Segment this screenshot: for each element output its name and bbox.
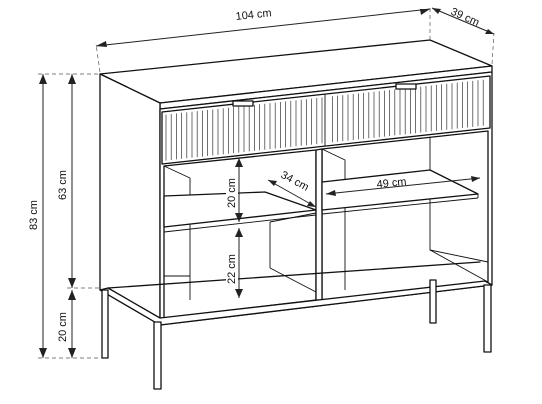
label-leg-height: 20 cm: [57, 312, 69, 342]
dimension-lower-gap: 22 cm: [226, 228, 243, 298]
dimension-leg-height: 20 cm: [57, 290, 76, 358]
leg-back-right: [429, 279, 437, 324]
dimension-upper-gap: 20 cm: [226, 158, 243, 222]
leg-back-left: [101, 289, 109, 359]
dimension-width: 104 cm: [95, 7, 431, 73]
drawer-handle-right: [395, 83, 417, 90]
dimension-body-height: 63 cm: [57, 74, 102, 289]
inner-back-mid: [321, 148, 346, 290]
label-depth: 39 cm: [449, 6, 481, 29]
label-upper-gap: 20 cm: [226, 178, 238, 208]
dimension-total-height: 83 cm: [28, 73, 102, 359]
drawer-handle-left: [232, 100, 254, 107]
label-lower-gap: 22 cm: [226, 254, 238, 284]
inner-back-left: [163, 165, 191, 300]
compartment-right: [321, 130, 489, 301]
center-divider: [315, 148, 323, 301]
dimension-shelf-width: 49 cm: [325, 176, 481, 196]
leg-front-left: [153, 321, 162, 390]
label-width: 104 cm: [235, 7, 272, 23]
label-body-height: 63 cm: [57, 170, 69, 200]
label-total-height: 83 cm: [28, 200, 40, 230]
leg-front-right: [483, 284, 492, 353]
label-shelf-width: 49 cm: [376, 176, 407, 191]
drawer-fluting: [165, 79, 484, 161]
